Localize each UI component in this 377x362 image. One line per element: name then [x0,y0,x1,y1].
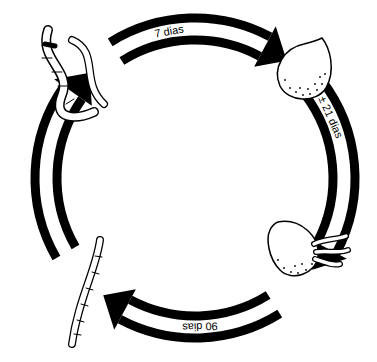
worm-outline [314,236,346,244]
duration-label: 7 dias [154,23,185,40]
worm-body [316,250,348,252]
young-worm [72,240,102,344]
worm-segments [74,256,102,335]
worm-segments [42,58,74,104]
duration-label: ± 21 dias [317,95,346,141]
arrow-band [5,0,377,362]
worm-body [72,240,100,344]
hatching-cocoon [268,221,348,275]
arrow-head [91,277,135,330]
adult-worm [42,30,104,117]
arrow-band [5,0,377,362]
duration-label: 90 dias [182,320,218,333]
worm-outline [316,250,348,252]
cocoon [277,38,331,99]
cocoon-stipple [277,259,313,274]
cocoon-stipple [284,73,326,96]
arrow-band [6,0,377,362]
cocoon-shell [277,38,331,99]
worm-outline [315,259,340,265]
worm-body [315,259,340,265]
worm-body [314,236,346,244]
worm-outline [46,30,94,117]
worm-outline [72,240,100,344]
hatchling-worms [314,236,348,265]
worm-body [72,40,104,104]
cocoon-shell [268,221,318,275]
worm-clitellum [45,44,55,46]
worm-outline [72,40,104,104]
worm-body [46,30,94,117]
